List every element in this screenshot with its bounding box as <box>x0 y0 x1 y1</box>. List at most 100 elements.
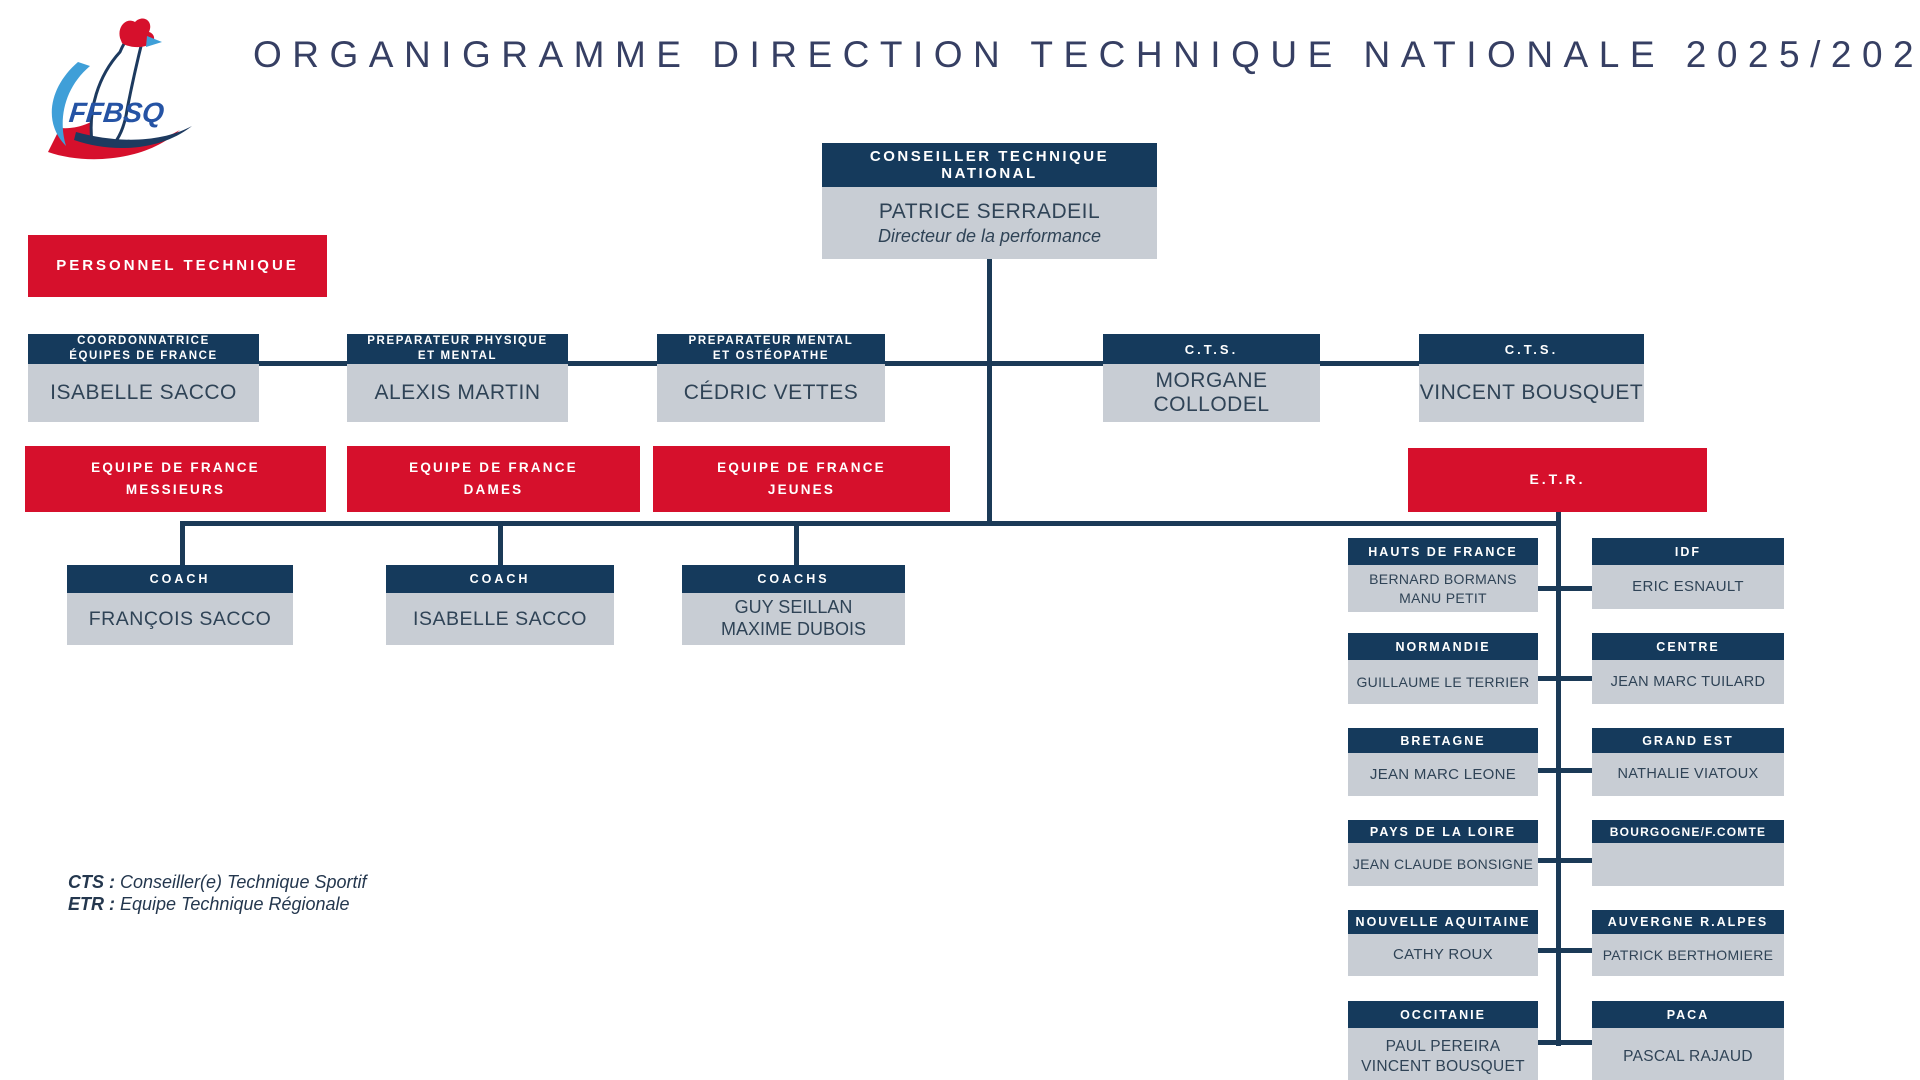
person-name: ALEXIS MARTIN <box>374 381 541 404</box>
header-line-2: ET OSTÉOPATHE <box>712 350 830 362</box>
node-header: BRETAGNE <box>1348 728 1538 753</box>
banner-equipe-messieurs: EQUIPE DE FRANCE MESSIEURS <box>25 446 326 512</box>
node-header: COACHS <box>682 565 905 593</box>
connector-coach-drop-3 <box>794 521 799 569</box>
node-header: PREPARATEUR PHYSIQUE ET MENTAL <box>347 334 568 364</box>
header-line-1: BRETAGNE <box>1400 733 1486 748</box>
person-name-1: GUY SEILLAN <box>734 597 853 618</box>
node-body: JEAN MARC TUILARD <box>1592 660 1784 704</box>
person-name: ISABELLE SACCO <box>50 381 237 404</box>
node-body: JEAN MARC LEONE <box>1348 753 1538 796</box>
node-header: PREPARATEUR MENTAL ET OSTÉOPATHE <box>657 334 885 364</box>
connector-region-tick-3 <box>1538 768 1594 773</box>
node-body: VINCENT BOUSQUET <box>1419 364 1644 422</box>
node-header: CONSEILLER TECHNIQUE NATIONAL <box>822 143 1157 187</box>
connector-etr-trunk <box>1556 512 1561 1046</box>
header-line-1: C.T.S. <box>1504 341 1559 357</box>
node-header: IDF <box>1592 538 1784 565</box>
header-line-1: COACHS <box>757 572 830 586</box>
connector-region-tick-1 <box>1538 586 1594 591</box>
logo-beak-shape <box>146 36 162 47</box>
person-name-1: PASCAL RAJAUD <box>1623 1047 1753 1065</box>
person-name: PATRICE SERRADEIL <box>878 199 1101 223</box>
node-header: BOURGOGNE/F.COMTE <box>1592 820 1784 843</box>
node-body: GUILLAUME LE TERRIER <box>1348 660 1538 704</box>
person-name-1: PAUL PEREIRA <box>1385 1037 1501 1055</box>
node-body <box>1592 843 1784 886</box>
legend-text-etr: Equipe Technique Régionale <box>120 893 350 914</box>
header-line-1: PREPARATEUR MENTAL <box>688 335 854 348</box>
person-name-2: MANU PETIT <box>1399 589 1487 606</box>
person-name: MORGANE COLLODEL <box>1153 369 1270 416</box>
person-name-1: JEAN MARC TUILARD <box>1610 673 1766 690</box>
node-header: HAUTS DE FRANCE <box>1348 538 1538 565</box>
header-line-1: PACA <box>1666 1007 1710 1022</box>
header-line-1: AUVERGNE R.ALPES <box>1607 915 1769 929</box>
header-line-1: PREPARATEUR PHYSIQUE <box>367 335 548 348</box>
header-line-1: C.T.S. <box>1184 341 1239 357</box>
node-coach-messieurs: COACH FRANÇOIS SACCO <box>67 565 293 645</box>
node-header: PACA <box>1592 1001 1784 1028</box>
node-body: ISABELLE SACCO <box>28 364 259 422</box>
node-body: GUY SEILLAN MAXIME DUBOIS <box>682 593 905 645</box>
logo-text: FFBSQ <box>68 97 166 128</box>
node-body: MORGANE COLLODEL <box>1103 364 1320 422</box>
header-line-1: BOURGOGNE/F.COMTE <box>1609 824 1767 839</box>
legend-abbr-cts: CTS : <box>68 872 115 892</box>
node-header: PAYS DE LA LOIRE <box>1348 820 1538 843</box>
connector-region-tick-6 <box>1538 1040 1594 1045</box>
node-body: PASCAL RAJAUD <box>1592 1028 1784 1080</box>
node-header: C.T.S. <box>1419 334 1644 364</box>
connector-region-tick-4 <box>1538 858 1594 863</box>
logo-swoosh-shape <box>74 126 192 149</box>
node-body: ERIC ESNAULT <box>1592 565 1784 609</box>
node-body: BERNARD BORMANS MANU PETIT <box>1348 565 1538 612</box>
banner-line-1: EQUIPE DE FRANCE <box>717 459 886 475</box>
connector-coach-horizontal <box>180 521 1561 526</box>
node-region-pays-de-la-loire: PAYS DE LA LOIRE JEAN CLAUDE BONSIGNE <box>1348 820 1538 886</box>
node-preparateur-mental: PREPARATEUR MENTAL ET OSTÉOPATHE CÉDRIC … <box>657 334 885 422</box>
node-conseiller-technique-national: CONSEILLER TECHNIQUE NATIONAL PATRICE SE… <box>822 143 1157 259</box>
node-region-bretagne: BRETAGNE JEAN MARC LEONE <box>1348 728 1538 796</box>
node-region-centre: CENTRE JEAN MARC TUILARD <box>1592 633 1784 704</box>
person-name-1: PATRICK BERTHOMIERE <box>1602 946 1774 963</box>
node-body: PAUL PEREIRA VINCENT BOUSQUET <box>1348 1028 1538 1080</box>
banner-equipe-jeunes: EQUIPE DE FRANCE JEUNES <box>653 446 950 512</box>
person-name-1: CATHY ROUX <box>1393 946 1493 964</box>
person-name-1: ERIC ESNAULT <box>1632 578 1744 596</box>
node-body: ISABELLE SACCO <box>386 593 614 645</box>
node-region-normandie: NORMANDIE GUILLAUME LE TERRIER <box>1348 633 1538 704</box>
legend-line-etr: ETR : Equipe Technique Régionale <box>68 894 366 916</box>
node-coach-dames: COACH ISABELLE SACCO <box>386 565 614 645</box>
person-name: VINCENT BOUSQUET <box>1419 381 1644 404</box>
node-cts-vincent: C.T.S. VINCENT BOUSQUET <box>1419 334 1644 422</box>
person-name: CÉDRIC VETTES <box>683 381 859 404</box>
node-header: NOUVELLE AQUITAINE <box>1348 910 1538 934</box>
person-name-1: BERNARD BORMANS <box>1369 571 1517 588</box>
node-region-grand-est: GRAND EST NATHALIE VIATOUX <box>1592 728 1784 796</box>
node-body: JEAN CLAUDE BONSIGNE <box>1348 843 1538 886</box>
person-name-1: NATHALIE VIATOUX <box>1617 766 1759 783</box>
node-body: NATHALIE VIATOUX <box>1592 753 1784 796</box>
node-header: COACH <box>67 565 293 593</box>
node-header: AUVERGNE R.ALPES <box>1592 910 1784 934</box>
banner-line-2: JEUNES <box>767 482 836 497</box>
person-name: ISABELLE SACCO <box>413 607 587 630</box>
header-line-1: NORMANDIE <box>1395 639 1491 654</box>
banner-equipe-dames: EQUIPE DE FRANCE DAMES <box>347 446 640 512</box>
connector-center-vertical <box>987 255 992 526</box>
banner-etr: E.T.R. <box>1408 448 1707 512</box>
header-line-2: ÉQUIPES DE FRANCE <box>69 350 218 362</box>
person-name-2: MAXIME DUBOIS <box>720 619 867 639</box>
node-header: CENTRE <box>1592 633 1784 660</box>
connector-region-tick-5 <box>1538 948 1594 953</box>
node-region-idf: IDF ERIC ESNAULT <box>1592 538 1784 609</box>
node-header: GRAND EST <box>1592 728 1784 753</box>
node-header: COORDONNATRICE ÉQUIPES DE FRANCE <box>28 334 259 364</box>
header-line-1: GRAND EST <box>1642 733 1734 748</box>
connector-region-tick-2 <box>1538 676 1594 681</box>
banner-line-2: MESSIEURS <box>125 482 226 497</box>
connector-coach-drop-1 <box>180 521 185 569</box>
node-region-hauts-de-france: HAUTS DE FRANCE BERNARD BORMANS MANU PET… <box>1348 538 1538 612</box>
